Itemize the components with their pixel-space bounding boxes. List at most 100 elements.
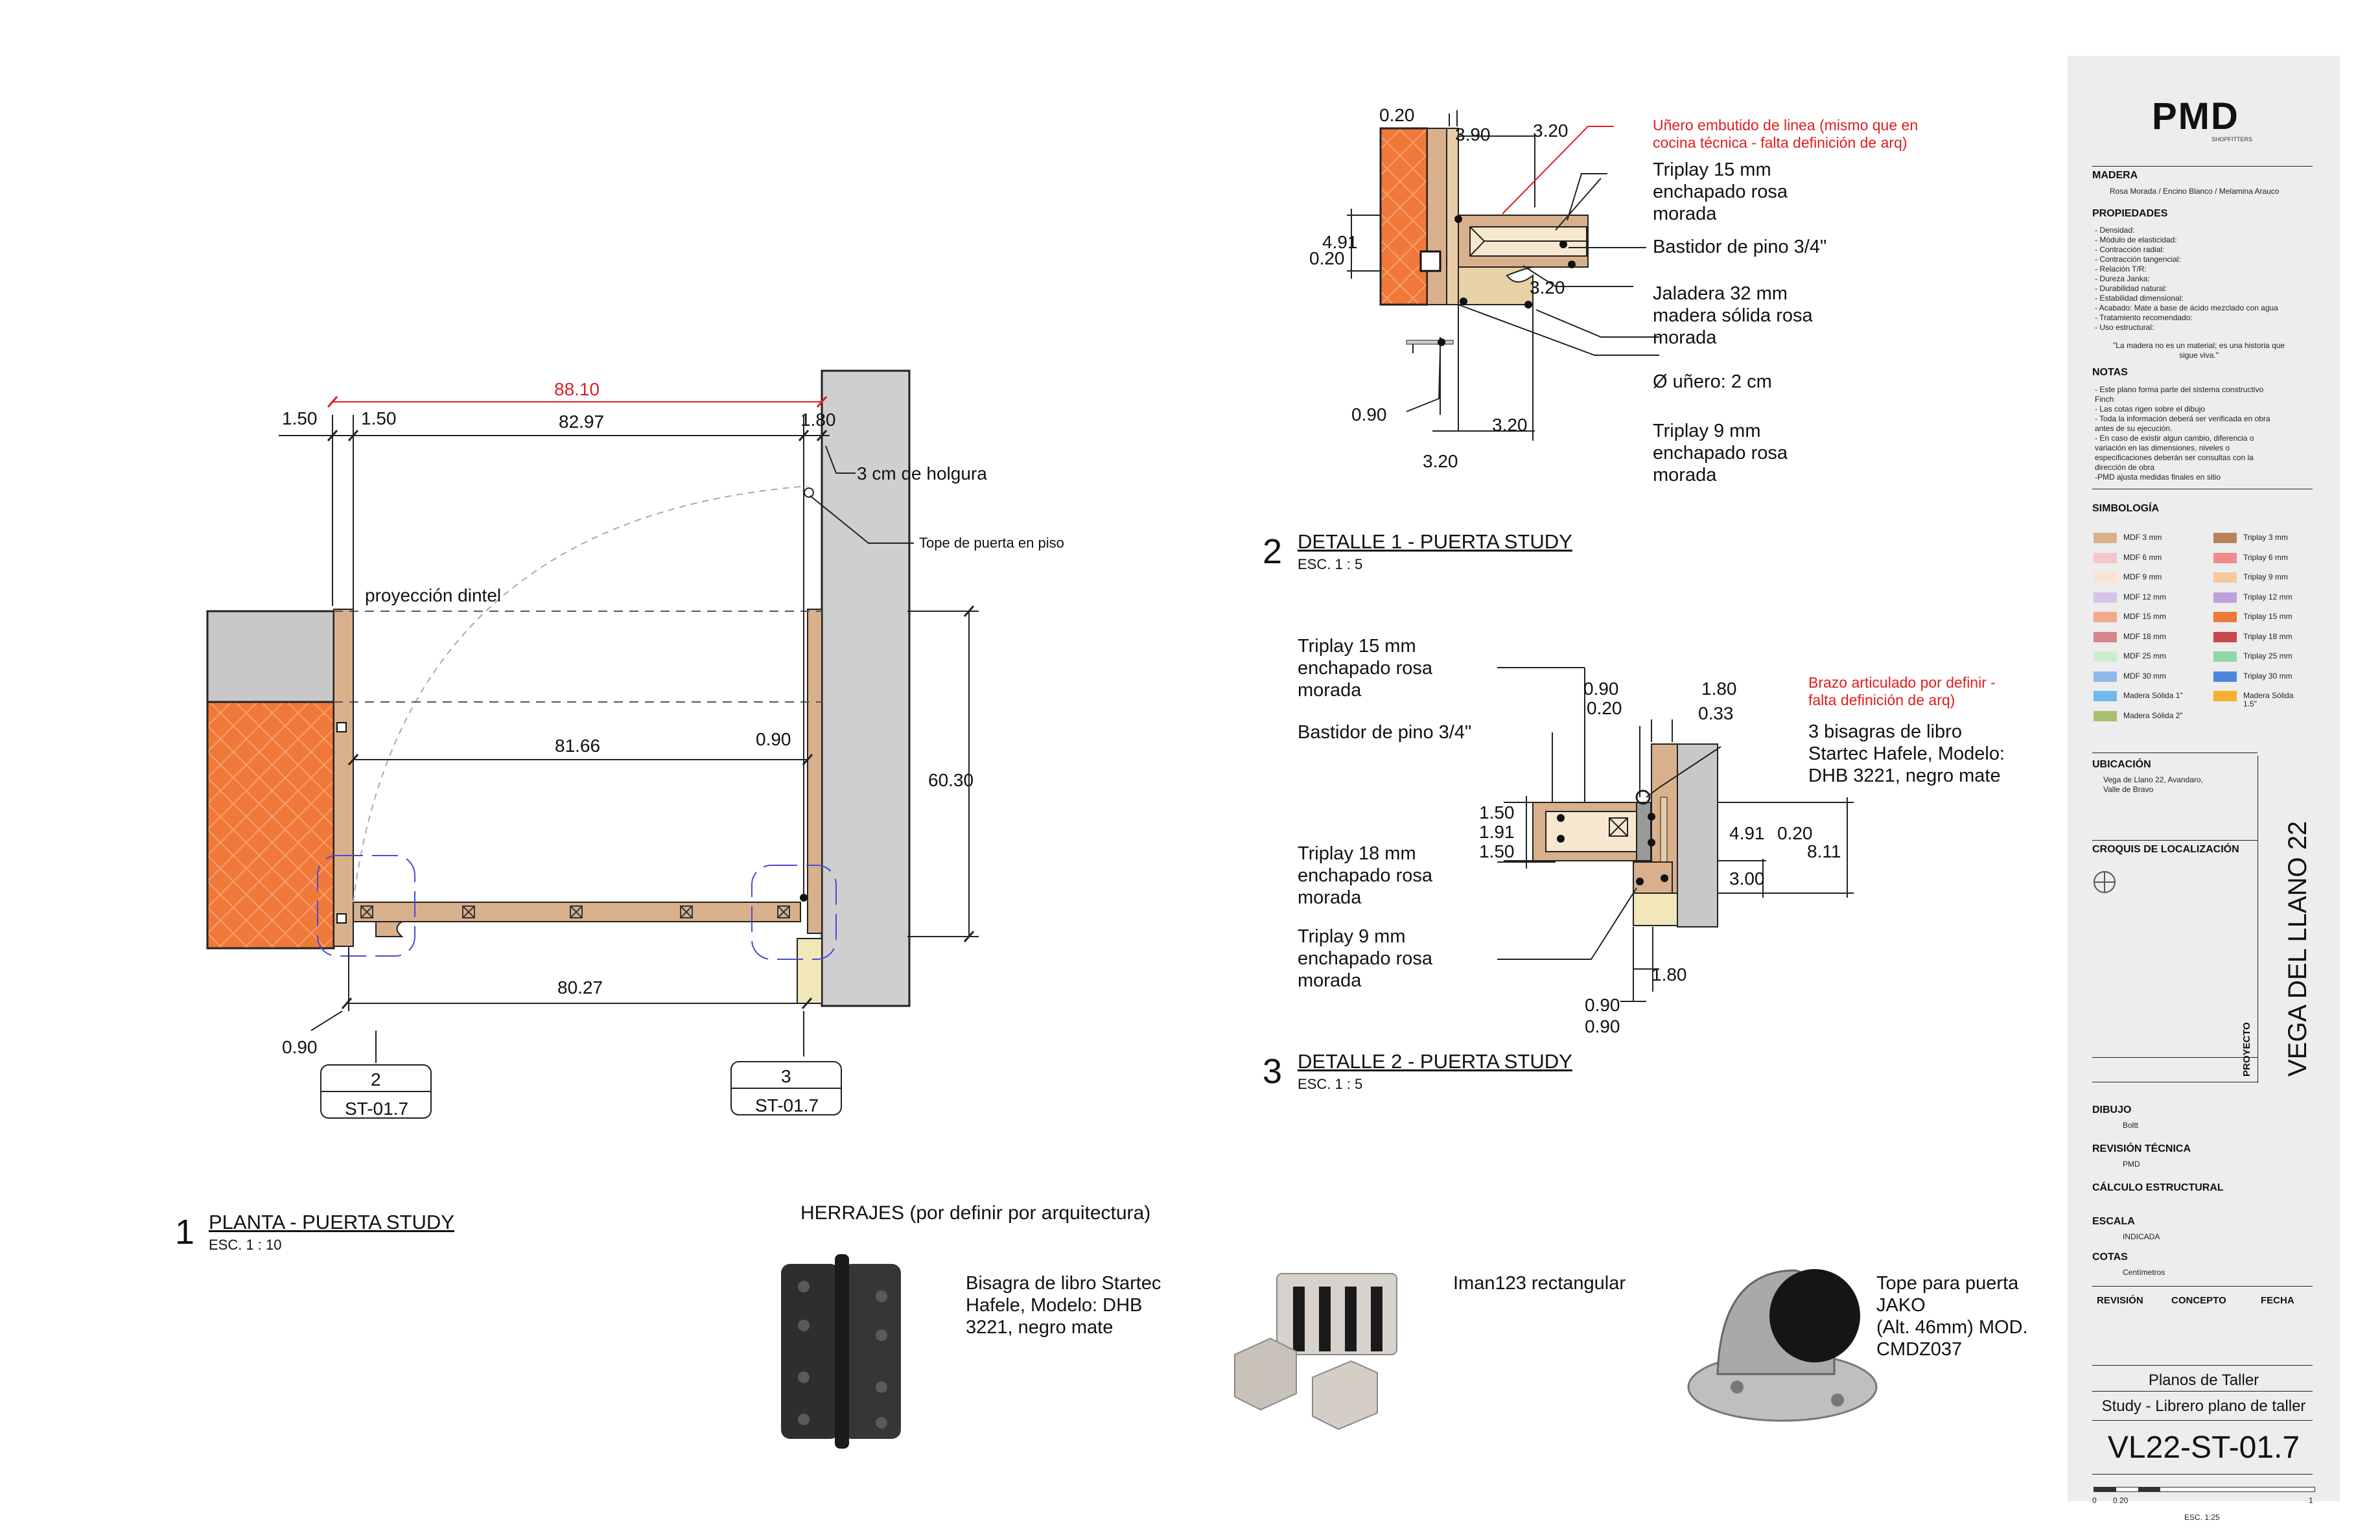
d2-dim-0: 0.90 [1583,679,1619,699]
symbol-label: Triplay 12 mm [2243,592,2292,601]
d2-dim-11: 1.80 [1651,964,1687,985]
detail1-wall-orange [1379,127,1429,306]
sheet-title-1: Planos de Taller [2148,1371,2259,1389]
plan-lintel-note: proyección dintel [365,585,502,605]
d2-label-triplay15: Triplay 15 mm enchapado rosa morada [1298,636,1432,701]
hardware-stop-label: Tope para puerta JAKO (Alt. 46mm) MOD. C… [1876,1273,2028,1360]
symbol-swatch [2094,691,2117,701]
symbol-label: Madera Sólida 1.5" [2243,691,2294,708]
plan-dim-bottom: 80.27 [557,977,603,998]
plan-drawing [206,369,979,1119]
plan-wall-orange [206,701,335,950]
detail2-scale: ESC. 1 : 5 [1298,1076,1363,1092]
detail1-number: 2 [1263,532,1283,571]
propiedades-list: - Densidad: - Módulo de elasticidad: - C… [2095,226,2278,332]
d1-dim-1: 3.90 [1455,124,1491,145]
sheet-code: VL22-ST-01.7 [2107,1430,2300,1465]
symbol-label: Triplay 25 mm [2243,651,2292,660]
symbol-label: MDF 25 mm [2123,651,2166,660]
d2-dim-13: 0.90 [1585,1016,1620,1036]
symbol-label: MDF 6 mm [2123,552,2162,562]
symbol-swatch [2213,533,2237,543]
simbologia-heading: SIMBOLOGÍA [2092,503,2160,514]
plan-title: PLANTA - PUERTA STUDY [209,1211,454,1233]
plan-dim-left1: 1.50 [282,408,318,428]
symbol-label: Triplay 30 mm [2243,671,2292,681]
d1-red-note: Uñero embutido de linea (mismo que en co… [1653,117,1919,151]
d2-dim-6: 1.50 [1479,841,1515,861]
symbol-swatch [2213,651,2237,662]
col-fecha: FECHA [2261,1295,2294,1306]
plan-clearance-note: 3 cm de holgura [857,463,987,484]
escala-value: INDICADA [2123,1232,2160,1241]
d1-dim-7: 3.20 [1492,415,1528,435]
revision-tecnica-heading: REVISIÓN TÉCNICA [2092,1143,2191,1154]
magnet-icon [1234,1273,1397,1430]
plan-dim-depth: 60.30 [928,770,974,790]
d2-red-note: Brazo articulado por definir - falta def… [1808,674,1996,708]
symbol-swatch [2094,651,2117,662]
revision-tecnica-value: PMD [2123,1160,2140,1169]
symbol-label: Triplay 6 mm [2243,552,2288,562]
location-marker-icon [2094,871,2116,893]
scale-bar-020: 0.20 [2113,1496,2129,1505]
plan-stop-note: Tope de puerta en piso [919,535,1064,551]
symbol-swatch [2213,671,2237,682]
madera-value: Rosa Morada / Encino Blanco / Melamina A… [2110,187,2280,196]
plan-callout-num-1: 2 [371,1069,381,1090]
d2-dim-9: 8.11 [1807,841,1841,861]
ubicacion-value: Vega de Llano 22, Avandaro, Valle de Bra… [2103,775,2203,794]
symbol-swatch [2213,612,2237,622]
quote: "La madera no es un material; es una his… [2113,341,2285,360]
d1-label-triplay9: Triplay 9 mm enchapado rosa morada [1653,421,1788,485]
d2-dim-2: 1.80 [1701,679,1737,699]
plan-callout-num-2: 3 [781,1066,791,1086]
d2-dim-8: 0.20 [1777,823,1813,843]
d2-dim-12: 0.90 [1585,995,1620,1015]
logo: PMD [2152,95,2239,137]
detail2-title: DETALLE 2 - PUERTA STUDY [1298,1050,1572,1073]
d1-dim-2: 3.20 [1533,121,1569,141]
logo-sub: SHOPFITTERS [2211,136,2253,143]
detail1-drawing [1347,110,1659,441]
proyecto-heading: PROYECTO [2241,1022,2252,1077]
plan-number: 1 [175,1213,195,1252]
symbol-label: MDF 9 mm [2123,572,2162,581]
cotas-heading: COTAS [2092,1252,2128,1263]
plan-dim-left2: 1.50 [361,408,397,428]
plan-jamb-right [807,609,822,934]
hinge-icon [781,1254,901,1449]
plan-jamb-left [333,609,354,947]
notas-list: - Este plano forma parte del sistema con… [2095,385,2270,482]
symbol-swatch [2094,631,2117,642]
d2-label-triplay9: Triplay 9 mm enchapado rosa morada [1298,926,1432,991]
scale-bar [2094,1487,2315,1492]
hardware-hinge-label: Bisagra de libro Startec Hafele, Modelo:… [966,1273,1161,1338]
hardware-title: HERRAJES (por definir por arquitectura) [800,1202,1151,1224]
hardware-magnet-label: Iman123 rectangular [1453,1273,1626,1294]
col-revision: REVISIÓN [2097,1295,2143,1306]
scale-bar-1: 1 [2309,1496,2313,1505]
d1-label-triplay15: Triplay 15 mm enchapado rosa morada [1653,159,1788,224]
d2-dim-7: 4.91 [1729,823,1765,843]
plan-dim-bottom-left: 0.90 [282,1037,318,1057]
dibujo-heading: DIBUJO [2092,1104,2132,1115]
symbol-label: Triplay 9 mm [2243,572,2288,581]
escala-heading: ESCALA [2092,1216,2135,1227]
plan-dim-mid: 81.66 [555,736,601,756]
d2-dim-3: 0.33 [1698,703,1734,723]
scale-bar-0: 0 [2092,1496,2097,1505]
symbol-swatch [2094,671,2117,682]
symbol-swatch [2213,572,2237,583]
plan-callout-sheet-2: ST-01.7 [755,1095,819,1115]
plan-wall-gray [206,610,335,703]
detail1-title: DETALLE 1 - PUERTA STUDY [1298,530,1572,553]
symbol-swatch [2213,631,2237,642]
plan-callout-sheet-1: ST-01.7 [345,1099,409,1119]
plan-dim-right: 1.80 [800,410,836,430]
d2-label-bastidor: Bastidor de pino 3/4" [1298,722,1472,743]
door-stop-icon [1687,1269,1878,1422]
d2-dim-4: 1.50 [1479,802,1515,822]
symbol-swatch [2094,592,2117,603]
scale-bar-label: ESC. 1:25 [2184,1513,2220,1522]
